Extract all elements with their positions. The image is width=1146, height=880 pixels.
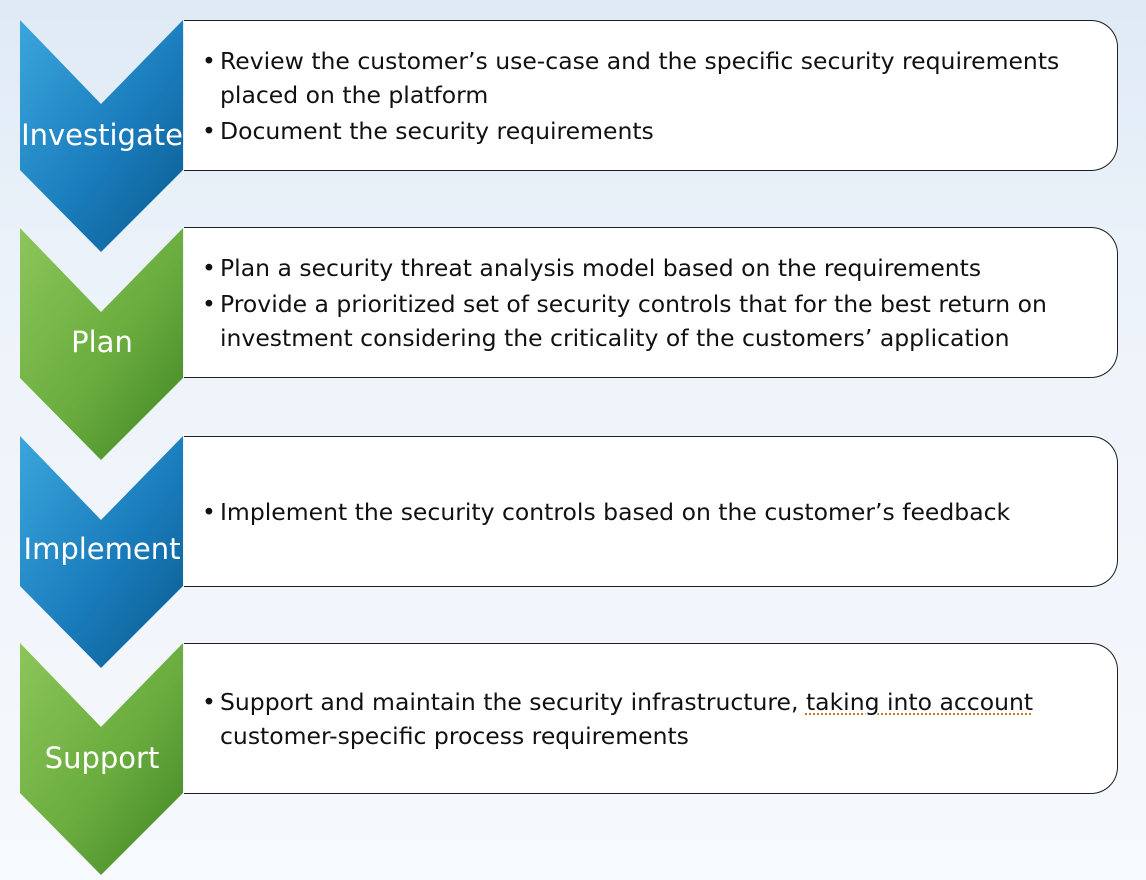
bullet-text: Provide a prioritized set of security co…: [220, 289, 1047, 352]
step-label-support: Support: [44, 741, 160, 775]
bullet-dot-icon: •: [202, 116, 216, 145]
bullet-text: Support and maintain the security infras…: [220, 687, 806, 716]
step-card-implement: •Implement the security controls based o…: [184, 436, 1118, 587]
step-label-implement: Implement: [23, 532, 181, 566]
chevron-implement: [20, 436, 183, 668]
bullet-dot-icon: •: [202, 289, 216, 318]
spellcheck-flagged-text: taking into account: [805, 687, 1034, 716]
step-card-plan: •Plan a security threat analysis model b…: [184, 227, 1118, 378]
bullet-text: customer-specific process requirements: [220, 721, 689, 750]
bullet-item: •Provide a prioritized set of security c…: [200, 287, 1097, 355]
bullet-list: •Support and maintain the security infra…: [200, 683, 1097, 755]
step-label-plan: Plan: [71, 325, 133, 359]
chevron-plan: [20, 228, 183, 460]
bullet-item: •Document the security requirements: [200, 114, 1097, 148]
bullet-dot-icon: •: [202, 46, 216, 75]
bullet-item: •Implement the security controls based o…: [200, 495, 1097, 529]
bullet-item: •Support and maintain the security infra…: [200, 685, 1097, 753]
bullet-item: •Plan a security threat analysis model b…: [200, 251, 1097, 285]
bullet-list: •Review the customer’s use-case and the …: [200, 42, 1097, 150]
bullet-list: •Plan a security threat analysis model b…: [200, 249, 1097, 357]
chevron-investigate: [20, 20, 183, 252]
step-card-support: •Support and maintain the security infra…: [184, 643, 1118, 794]
bullet-text: Review the customer’s use-case and the s…: [220, 46, 1060, 109]
bullet-dot-icon: •: [202, 253, 216, 282]
bullet-list: •Implement the security controls based o…: [200, 493, 1097, 531]
bullet-text: Plan a security threat analysis model ba…: [220, 253, 982, 282]
bullet-item: •Review the customer’s use-case and the …: [200, 44, 1097, 112]
step-card-investigate: •Review the customer’s use-case and the …: [184, 20, 1118, 171]
bullet-dot-icon: •: [202, 687, 216, 716]
chevron-support: [20, 643, 183, 875]
step-label-investigate: Investigate: [21, 118, 183, 152]
bullet-text: Document the security requirements: [220, 116, 654, 145]
bullet-text: Implement the security controls based on…: [220, 497, 1011, 526]
bullet-dot-icon: •: [202, 497, 216, 526]
